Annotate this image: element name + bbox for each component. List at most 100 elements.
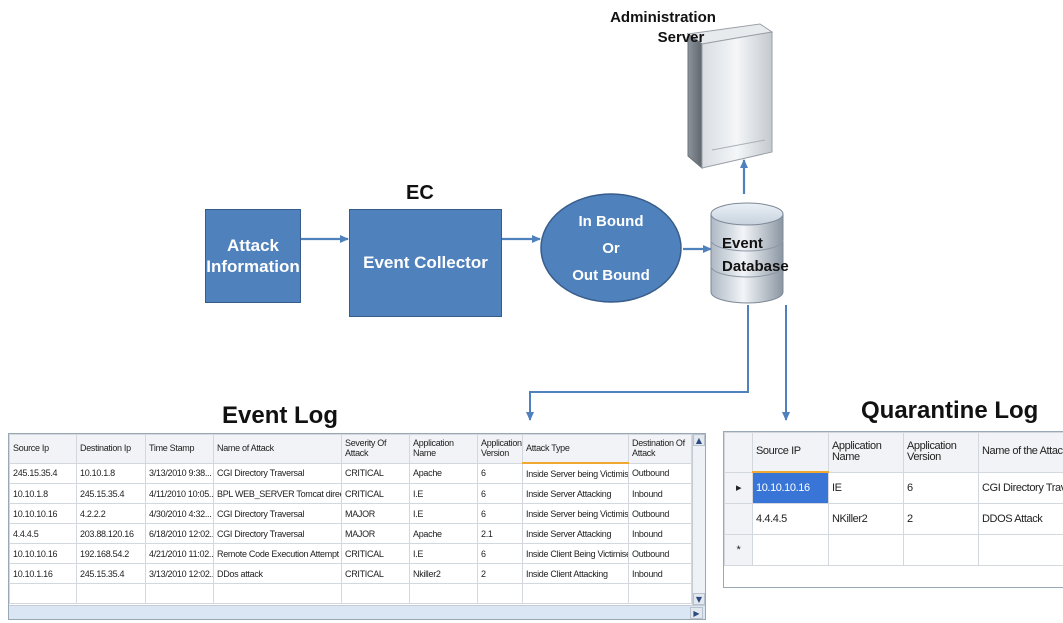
event-log-cell[interactable]: 6 xyxy=(477,483,523,504)
quarantine-log-cell[interactable]: CGI Directory Traversal xyxy=(978,471,1063,504)
event-log-cell-empty xyxy=(477,583,523,604)
event-log-cell[interactable]: 245.15.35.4 xyxy=(76,483,146,504)
quarantine-log-cell[interactable]: IE xyxy=(828,471,904,504)
quarantine-log-cell[interactable]: NKiller2 xyxy=(828,503,904,535)
event-log-cell[interactable]: 4.4.4.5 xyxy=(9,523,77,544)
event-log-cell[interactable]: Inbound xyxy=(628,523,692,544)
current-row-indicator-icon[interactable]: ▸ xyxy=(724,471,753,504)
server-icon xyxy=(686,23,774,170)
event-log-cell[interactable]: 6 xyxy=(477,503,523,524)
scroll-right-icon[interactable]: ▶ xyxy=(690,607,703,619)
event-log-cell[interactable]: Inside Server being Victimised xyxy=(522,503,629,524)
event-log-cell[interactable]: CRITICAL xyxy=(341,543,410,564)
quarantine-log-cell[interactable]: 6 xyxy=(903,471,979,504)
event-log-col-header[interactable]: Destination Ip xyxy=(76,434,146,464)
event-log-col-header[interactable]: Attack Type xyxy=(522,434,629,464)
event-log-cell[interactable]: 2.1 xyxy=(477,523,523,544)
table-row[interactable]: * xyxy=(724,534,1063,566)
event-log-col-header[interactable]: Name of Attack xyxy=(213,434,342,464)
quarantine-log-cell[interactable]: 4.4.4.5 xyxy=(752,503,829,535)
event-log-cell[interactable]: 4.2.2.2 xyxy=(76,503,146,524)
new-row-indicator-icon[interactable]: * xyxy=(724,534,753,566)
quarantine-log-cell[interactable]: 2 xyxy=(903,503,979,535)
event-log-cell[interactable]: Remote Code Execution Attempt xyxy=(213,543,342,564)
event-log-cell[interactable]: CRITICAL xyxy=(341,483,410,504)
event-log-cell[interactable]: Nkiller2 xyxy=(409,563,478,584)
event-log-cell[interactable]: MAJOR xyxy=(341,503,410,524)
event-log-cell[interactable]: Inbound xyxy=(628,563,692,584)
quarantine-log-col-header[interactable]: Application Version xyxy=(903,432,979,473)
event-log-cell[interactable]: 4/21/2010 11:02... xyxy=(145,543,214,564)
event-log-cell[interactable]: BPL WEB_SERVER Tomcat direc... xyxy=(213,483,342,504)
event-log-cell[interactable]: Outbound xyxy=(628,503,692,524)
scroll-down-icon[interactable]: ▼ xyxy=(693,593,705,605)
quarantine-log-cell[interactable] xyxy=(752,534,829,566)
row-header[interactable] xyxy=(724,503,753,535)
event-log-cell[interactable]: CGI Directory Traversal xyxy=(213,523,342,544)
event-log-grid[interactable]: Source Ip Destination Ip Time Stamp Name… xyxy=(8,433,706,620)
event-log-cell[interactable]: Outbound xyxy=(628,543,692,564)
event-log-cell[interactable]: Inside Client Attacking xyxy=(522,563,629,584)
event-log-cell[interactable]: 4/30/2010 4:32... xyxy=(145,503,214,524)
event-log-cell[interactable]: CRITICAL xyxy=(341,563,410,584)
event-log-cell[interactable]: 10.10.1.8 xyxy=(76,462,146,484)
quarantine-log-col-header[interactable]: Name of the Attack xyxy=(978,432,1063,473)
event-log-cell[interactable]: 203.88.120.16 xyxy=(76,523,146,544)
event-log-cell[interactable]: 192.168.54.2 xyxy=(76,543,146,564)
event-log-cell[interactable]: Inside Client Being Victimised xyxy=(522,543,629,564)
event-log-cell[interactable]: Inside Server being Victimised xyxy=(522,462,629,484)
event-log-col-header[interactable]: Source Ip xyxy=(9,434,77,464)
event-log-cell[interactable]: CGI Directory Traversal xyxy=(213,503,342,524)
event-log-col-header[interactable]: Application Name xyxy=(409,434,478,464)
event-log-cell[interactable]: DDos attack xyxy=(213,563,342,584)
quarantine-log-col-header[interactable]: Source IP xyxy=(752,432,829,473)
event-log-cell[interactable]: 6/18/2010 12:02... xyxy=(145,523,214,544)
event-log-cell[interactable]: MAJOR xyxy=(341,523,410,544)
scroll-up-icon[interactable]: ▲ xyxy=(693,434,705,446)
event-log-col-header[interactable]: Time Stamp xyxy=(145,434,214,464)
event-log-horizontal-scrollbar[interactable]: ▶ xyxy=(9,605,705,619)
event-log-cell[interactable]: CGI Directory Traversal xyxy=(213,462,342,484)
event-log-cell[interactable]: 10.10.1.16 xyxy=(9,563,77,584)
event-log-cell[interactable]: 3/13/2010 9:38... xyxy=(145,462,214,484)
event-log-cell[interactable]: 2 xyxy=(477,563,523,584)
event-log-col-header[interactable]: Destination Of Attack xyxy=(628,434,692,464)
event-log-cell[interactable]: 6 xyxy=(477,462,523,484)
quarantine-log-grid[interactable]: Source IP Application Name Application V… xyxy=(723,431,1063,588)
event-log-cell[interactable]: 10.10.10.16 xyxy=(9,503,77,524)
event-log-cell[interactable]: 245.15.35.4 xyxy=(76,563,146,584)
event-log-cell[interactable]: Apache xyxy=(409,462,478,484)
event-log-cell[interactable]: Inside Server Attacking xyxy=(522,483,629,504)
quarantine-log-cell[interactable]: 10.10.10.16 xyxy=(752,471,829,504)
event-log-cell[interactable]: 10.10.1.8 xyxy=(9,483,77,504)
quarantine-log-cell[interactable] xyxy=(828,534,904,566)
event-log-cell[interactable]: Inbound xyxy=(628,483,692,504)
event-log-cell[interactable]: 3/13/2010 12:02... xyxy=(145,563,214,584)
quarantine-log-cell[interactable] xyxy=(978,534,1063,566)
event-log-cell[interactable]: Inside Server Attacking xyxy=(522,523,629,544)
event-log-cell[interactable]: 6 xyxy=(477,543,523,564)
event-log-cell[interactable]: I.E xyxy=(409,483,478,504)
event-log-vertical-scrollbar[interactable]: ▲ ▼ xyxy=(692,434,705,605)
event-log-cell[interactable]: I.E xyxy=(409,543,478,564)
quarantine-log-cell[interactable]: DDOS Attack xyxy=(978,503,1063,535)
event-log-cell[interactable]: I.E xyxy=(409,503,478,524)
event-log-cell[interactable]: 4/11/2010 10:05... xyxy=(145,483,214,504)
event-log-cell[interactable]: CRITICAL xyxy=(341,462,410,484)
event-log-col-header[interactable]: Application Version xyxy=(477,434,523,464)
quarantine-log-cell[interactable] xyxy=(903,534,979,566)
quarantine-log-col-header[interactable]: Application Name xyxy=(828,432,904,473)
event-log-cell[interactable]: 245.15.35.4 xyxy=(9,462,77,484)
event-log-cell[interactable]: Outbound xyxy=(628,462,692,484)
event-log-cell[interactable]: 10.10.10.16 xyxy=(9,543,77,564)
event-log-col-header[interactable]: Severity Of Attack xyxy=(341,434,410,464)
event-log-cell[interactable]: Apache xyxy=(409,523,478,544)
